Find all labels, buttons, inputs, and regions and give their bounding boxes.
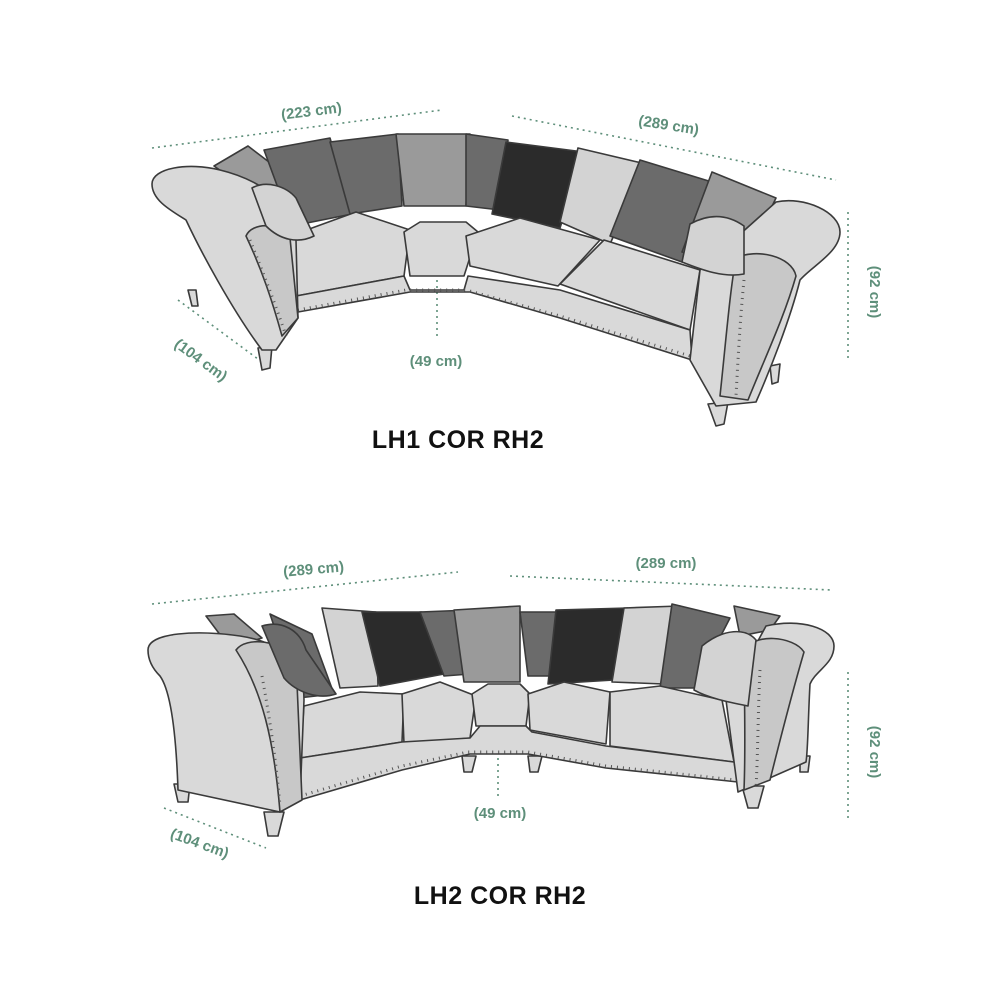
dim-line-depth bbox=[163, 807, 267, 849]
left-arm-scroll bbox=[245, 224, 299, 337]
seat-corner bbox=[403, 221, 479, 277]
dim-label-height: (92 cm) bbox=[866, 726, 883, 779]
stud-row bbox=[297, 288, 691, 358]
dimension-lines-1 bbox=[151, 109, 849, 363]
diagram-title-1: LH1 COR RH2 bbox=[372, 426, 544, 454]
scatter-cushion bbox=[681, 215, 745, 276]
back-cushion bbox=[453, 605, 521, 683]
dim-label-right-back: (289 cm) bbox=[637, 112, 700, 138]
right-arm-scroll bbox=[719, 252, 797, 401]
diagram-lh2-cor-rh2: (289 cm) (289 cm) (92 cm) (104 cm) (49 c… bbox=[147, 555, 883, 910]
back-cushion bbox=[329, 133, 403, 215]
seat-right-1 bbox=[465, 217, 601, 287]
scatter-cushion bbox=[693, 630, 757, 707]
diagram-lh1-cor-rh2: (223 cm) (289 cm) (92 cm) (104 cm) (49 c… bbox=[151, 99, 883, 454]
dim-line-left-back bbox=[151, 109, 443, 149]
back-cushion bbox=[491, 141, 585, 229]
dim-label-height: (92 cm) bbox=[866, 266, 883, 319]
dim-label-left-back: (289 cm) bbox=[283, 558, 345, 580]
sofa-leg bbox=[741, 785, 765, 809]
dim-label-corner: (49 cm) bbox=[410, 353, 463, 370]
sofa-base bbox=[295, 275, 693, 361]
seat-right-2 bbox=[609, 685, 735, 763]
diagram-title-2: LH2 COR RH2 bbox=[414, 882, 586, 910]
scatter-cushion bbox=[251, 183, 315, 241]
stud-row bbox=[248, 239, 288, 337]
seat-corner bbox=[471, 683, 531, 727]
sofa-leg bbox=[527, 755, 543, 773]
sofa-leg bbox=[769, 363, 781, 385]
dim-line-right-back bbox=[509, 575, 833, 591]
dimension-lines-2 bbox=[151, 571, 849, 849]
dim-line-right-back bbox=[511, 115, 837, 181]
stud-row bbox=[754, 669, 762, 789]
dim-label-depth: (104 cm) bbox=[171, 336, 230, 386]
dim-label-right-back: (289 cm) bbox=[636, 555, 697, 572]
sofa-leg bbox=[187, 289, 199, 307]
sofa-leg bbox=[461, 755, 477, 773]
sofa-leg bbox=[263, 811, 285, 837]
back-cushion bbox=[321, 607, 379, 689]
stud-row bbox=[734, 279, 746, 397]
dim-label-corner: (49 cm) bbox=[474, 805, 527, 822]
scatter-cushion bbox=[261, 623, 337, 697]
sofa-illustration-1 bbox=[151, 133, 841, 427]
seat-right-1 bbox=[527, 681, 611, 745]
left-arm-scroll bbox=[235, 641, 303, 813]
sofa-illustration-2 bbox=[147, 603, 835, 837]
back-cushion bbox=[395, 133, 471, 207]
dim-label-left-back: (223 cm) bbox=[280, 99, 342, 123]
seat-left-2 bbox=[401, 681, 477, 745]
